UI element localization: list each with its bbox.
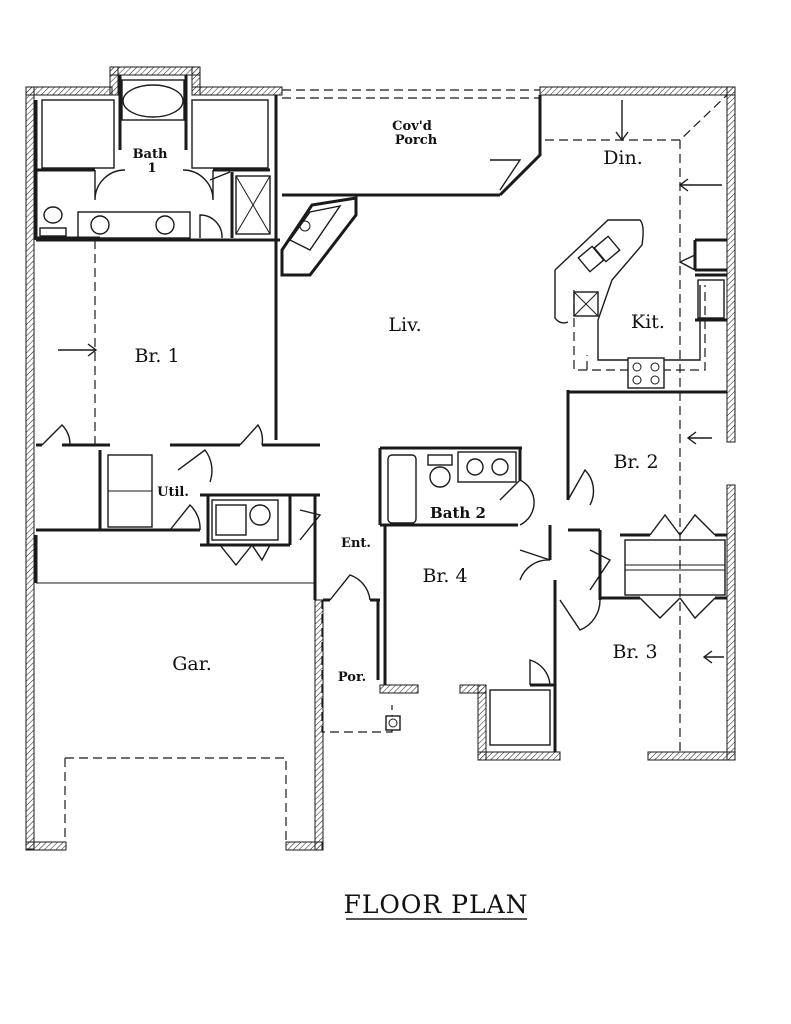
br3-label: Br. 3 [612,641,657,663]
entry-label: Ent. [341,536,371,551]
floor-plan-title: FLOOR PLAN [343,890,528,919]
porch-label-line1: Cov'd [392,119,432,134]
kitchen-label: Kit. [631,311,665,333]
arrows [58,100,724,664]
living-label: Liv. [388,314,421,336]
interior-walls [34,75,727,752]
exterior-walls [25,66,736,851]
bath2-label: Bath 2 [430,504,486,522]
dining-label: Din. [603,147,643,169]
br2-label: Br. 2 [613,451,658,473]
front-porch-label: Por. [338,670,366,685]
fixtures [39,79,726,746]
garage-label: Gar. [172,653,212,675]
plan-title: FLOOR PLAN [343,890,528,920]
porch-label-line2: Porch [395,133,438,148]
room-labels: Cov'd Porch Bath 1 Din. Kit. Liv. Br. 1 … [133,119,665,685]
bath1-label-line1: Bath [133,147,168,162]
doors [41,159,716,686]
util-label: Util. [157,485,189,500]
br4-label: Br. 4 [422,565,467,587]
bath1-label-line2: 1 [147,161,156,176]
br1-label: Br. 1 [134,345,179,367]
